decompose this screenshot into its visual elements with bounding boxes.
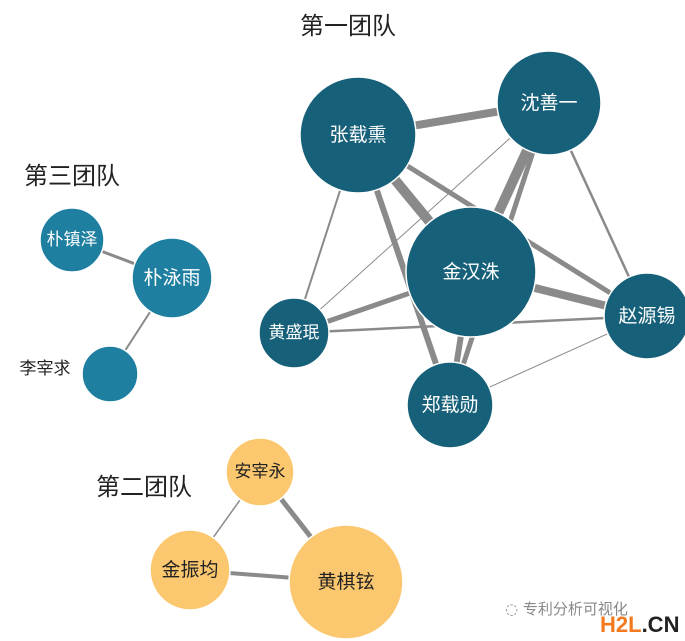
node-label: 朴泳雨	[143, 267, 200, 289]
edge	[293, 102, 550, 334]
node-label: 安宰永	[235, 462, 286, 482]
node-label: 赵源锡	[618, 305, 675, 327]
node-label: 郑载勋	[421, 394, 478, 416]
wechat-icon: ◌	[505, 600, 523, 618]
node-label: 黄盛珉	[269, 323, 320, 343]
node[interactable]: 张载熏	[299, 76, 417, 194]
node-circle[interactable]	[81, 345, 139, 403]
node-label: 朴镇泽	[47, 230, 98, 250]
node[interactable]: 赵源锡	[603, 272, 685, 360]
node-circle[interactable]	[258, 297, 330, 369]
node-circle[interactable]	[288, 524, 404, 640]
node[interactable]: 沈善一	[496, 50, 602, 156]
node-label: 张载熏	[329, 124, 386, 146]
node[interactable]: 李宰求	[20, 345, 139, 403]
node[interactable]: 朴镇泽	[39, 207, 105, 273]
node[interactable]: 金振均	[149, 529, 231, 611]
site-logo: H2L.CN	[600, 612, 679, 638]
team-1-title: 第一团队	[300, 12, 396, 40]
node[interactable]: 朴泳雨	[131, 237, 213, 319]
node-label: 金振均	[161, 559, 218, 581]
site-logo-b: .CN	[641, 612, 680, 637]
watermark-text: 专利分析可视化	[522, 600, 628, 618]
team-3-title: 第三团队	[24, 162, 120, 190]
node-label: 金汉洙	[442, 261, 499, 283]
node-label: 李宰求	[20, 359, 71, 379]
site-logo-a: H2L	[600, 612, 642, 637]
node-circle[interactable]	[299, 76, 417, 194]
team-2-title: 第二团队	[96, 473, 192, 501]
node-circle[interactable]	[225, 437, 295, 507]
node[interactable]: 郑载勋	[406, 361, 494, 449]
node-circle[interactable]	[406, 361, 494, 449]
node-label: 黄棋铉	[317, 571, 374, 593]
node-circle[interactable]	[496, 50, 602, 156]
node-circle[interactable]	[149, 529, 231, 611]
node-circle[interactable]	[39, 207, 105, 273]
node[interactable]: 黄盛珉	[258, 297, 330, 369]
watermark: ◌ 专利分析可视化	[505, 598, 628, 619]
node-circle[interactable]	[603, 272, 685, 360]
node-circle[interactable]	[405, 206, 537, 338]
node[interactable]: 黄棋铉	[288, 524, 404, 640]
node[interactable]: 金汉洙	[405, 206, 537, 338]
node[interactable]: 安宰永	[225, 437, 295, 507]
node-label: 沈善一	[520, 92, 577, 114]
node-circle[interactable]	[131, 237, 213, 319]
